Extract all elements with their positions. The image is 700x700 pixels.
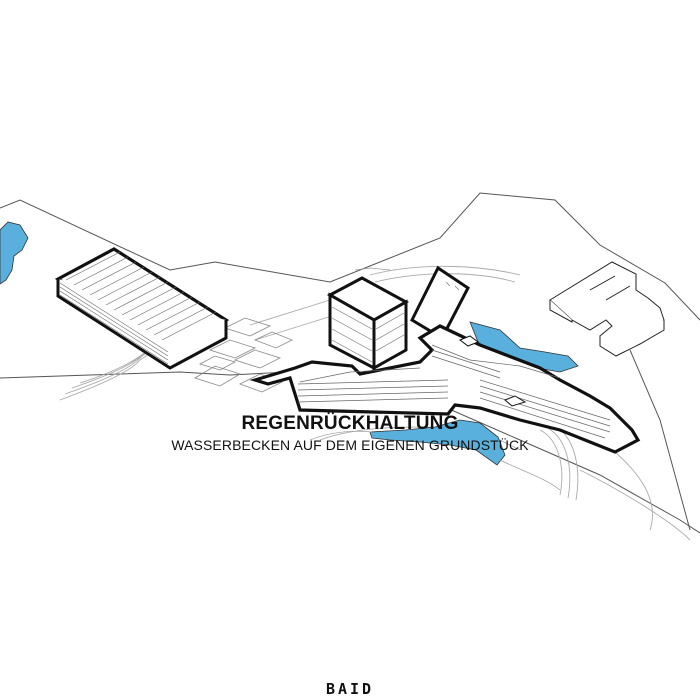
diagram-title: REGENRÜCKHALTUNG (241, 413, 459, 434)
brand-logo-text: BAID (325, 680, 375, 698)
existing-building-northeast (549, 261, 665, 357)
landscape-lines (309, 267, 561, 491)
parking-deck (54, 247, 230, 370)
diagram-subtitle: WASSERBECKEN AUF DEM EIGENEN GRUNDSTÜCK (171, 437, 529, 453)
road-network (59, 265, 691, 541)
water-ponds (0, 221, 579, 466)
main-complex (249, 324, 641, 454)
tower-block (326, 276, 410, 371)
pond-south (369, 419, 506, 466)
pond-west (0, 221, 29, 285)
site-boundary (0, 192, 700, 534)
